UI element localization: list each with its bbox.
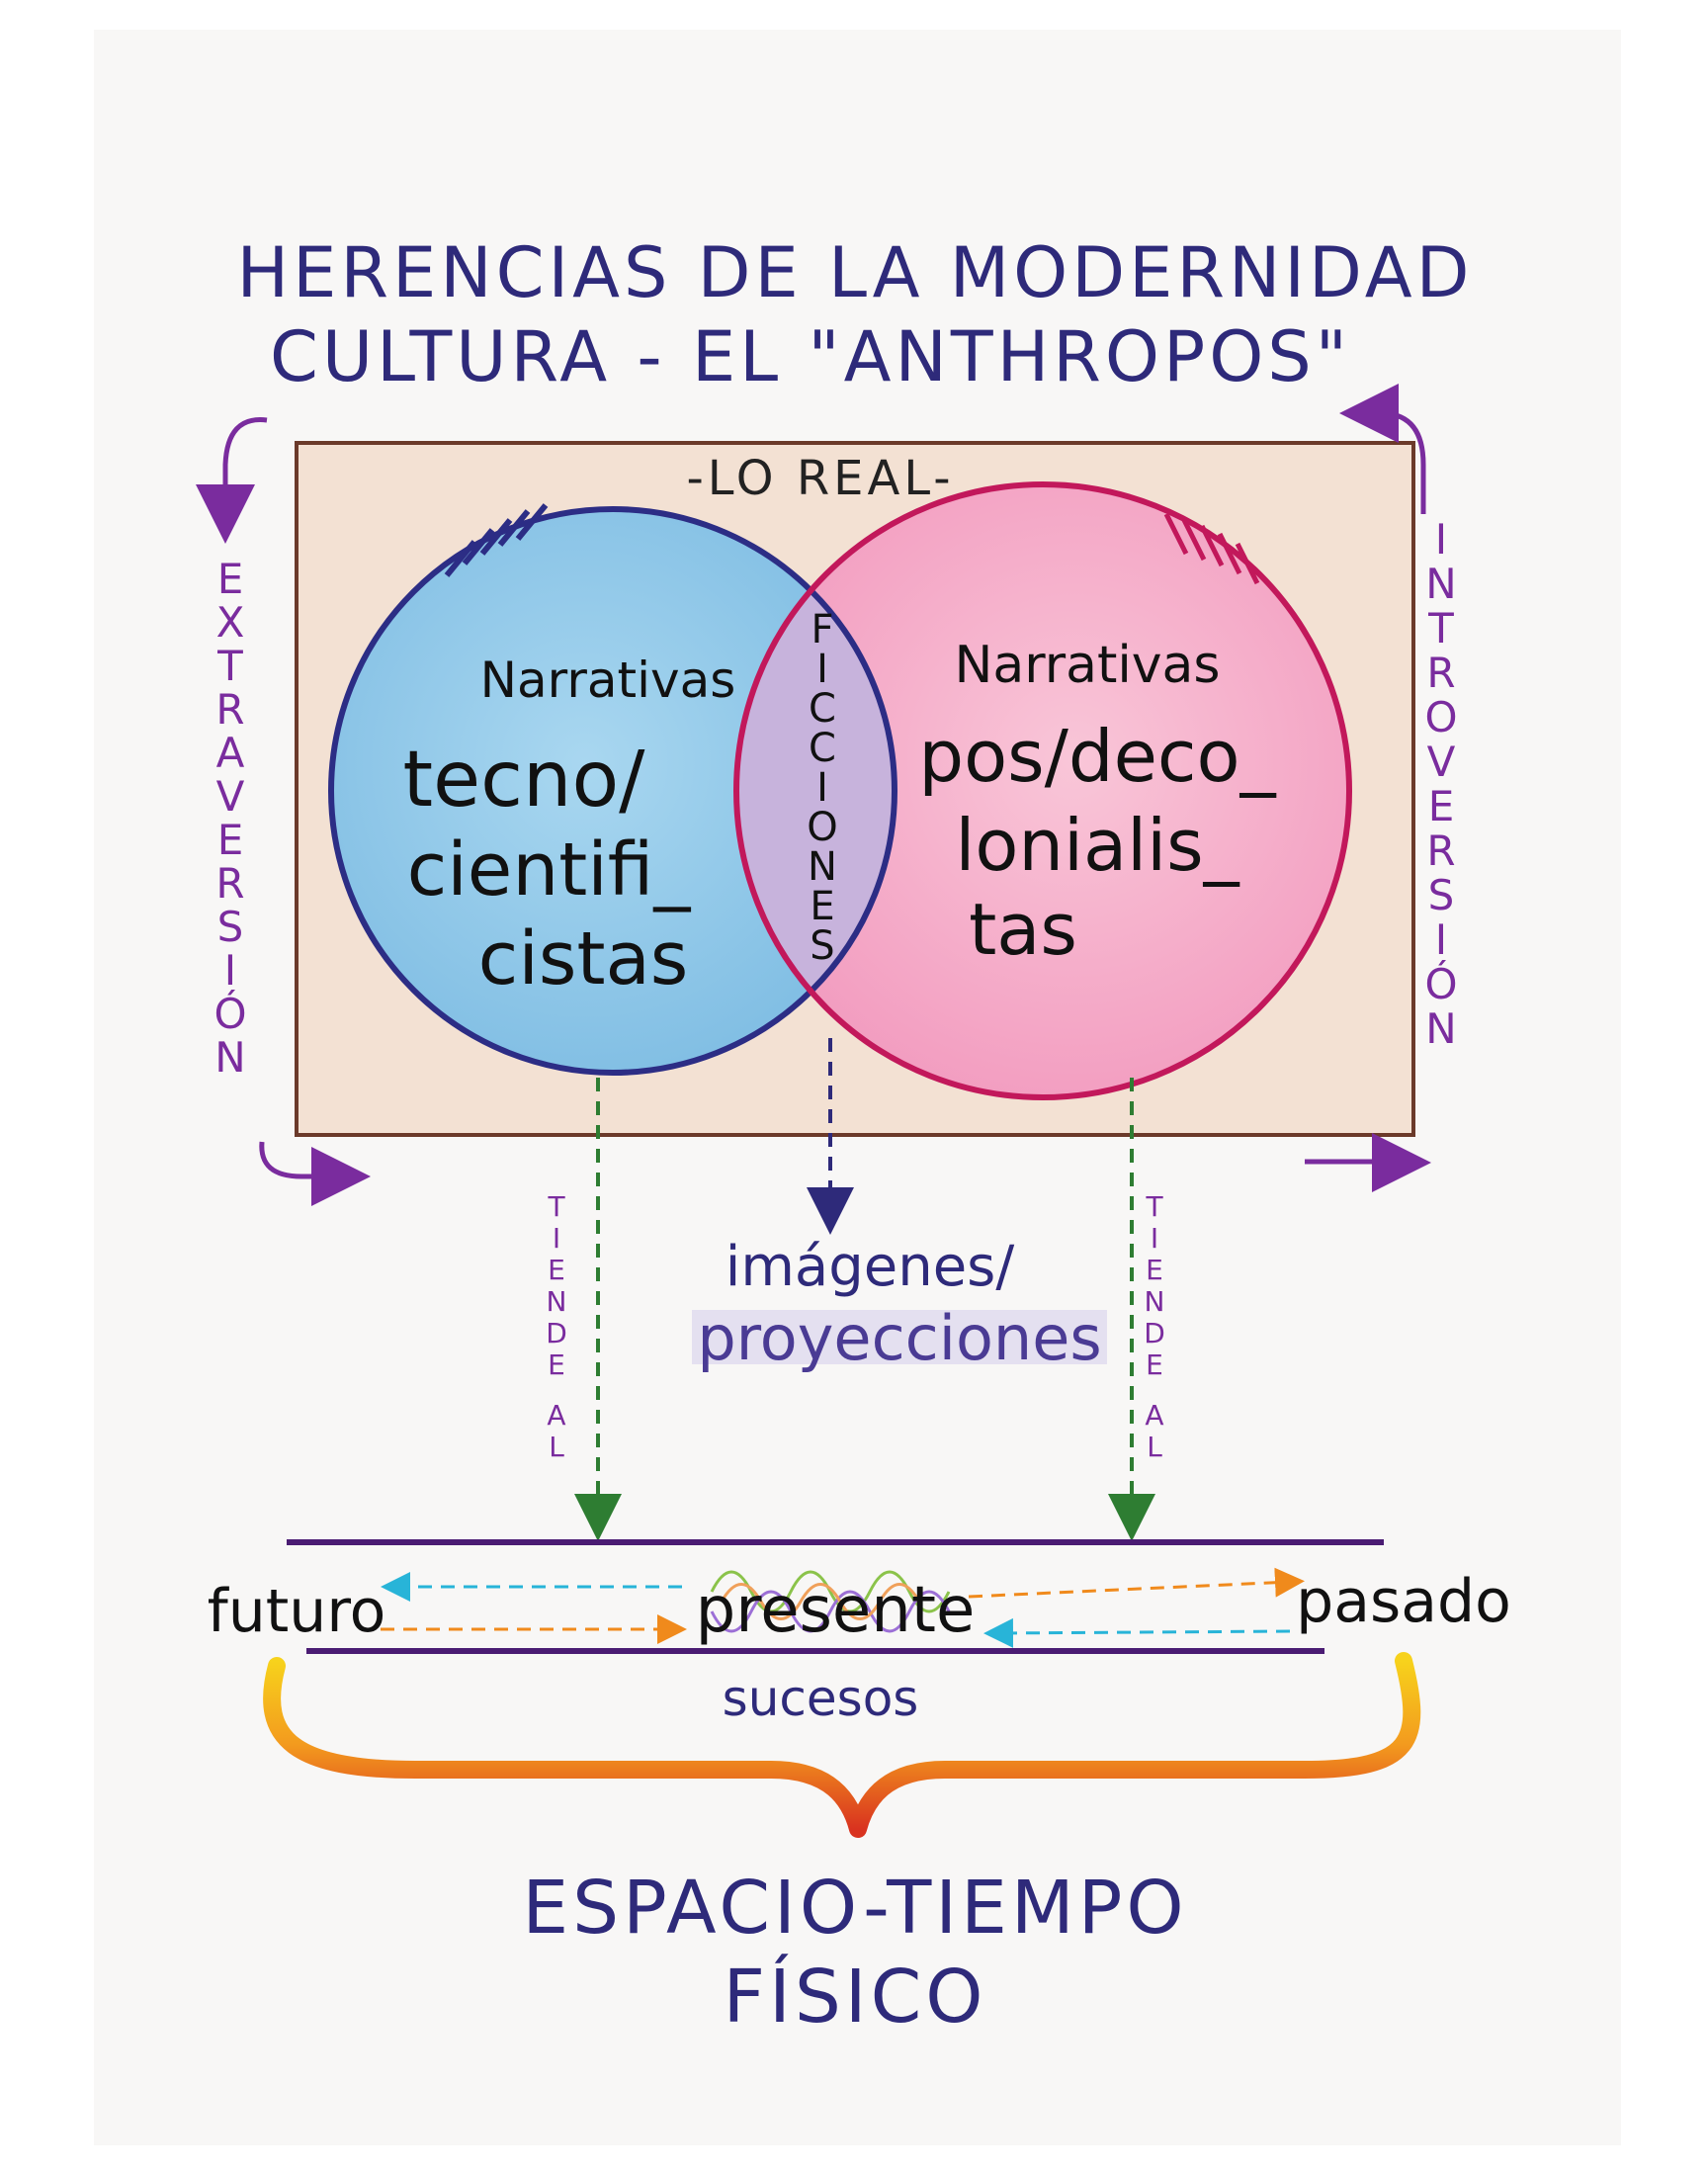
introversion-bottom-arrow (1305, 1132, 1431, 1192)
right-circle-line-1: pos/deco_ (918, 715, 1276, 798)
timeline-presente: presente (696, 1574, 976, 1647)
center-output-line-2: proyecciones (697, 1302, 1101, 1374)
left-circle-line-3: cistas (478, 916, 689, 1001)
left-circle-heading: Narrativas (480, 652, 736, 709)
right-circle-line-2: lonialis_ (955, 804, 1239, 887)
spacetime-brace (263, 1652, 1421, 1838)
past-to-present-arrow (983, 1617, 1291, 1648)
lo-real-label: -LO REAL- (686, 451, 954, 506)
title-line-1: HERENCIAS DE LA MODERNIDAD (236, 232, 1473, 313)
right-circle (736, 484, 1349, 1097)
footer-line-1: ESPACIO-TIEMPO (522, 1866, 1187, 1951)
introversion-top-arrow (1339, 384, 1426, 514)
right-circle-hatch (1163, 512, 1260, 585)
left-circle (331, 509, 895, 1073)
present-to-past-arrow (968, 1567, 1305, 1599)
timeline-futuro: futuro (208, 1577, 386, 1646)
footer-line-2: FÍSICO (723, 1953, 986, 2040)
timeline-sucesos: sucesos (723, 1670, 919, 1727)
extraversion-bottom-arrow (259, 1141, 371, 1206)
left-circle-line-1: tecno/ (403, 736, 646, 825)
title-line-2: CULTURA - EL "ANTHROPOS" (270, 316, 1351, 397)
right-circle-outline (733, 481, 1352, 1100)
left-circle-outline (328, 506, 897, 1076)
left-circle-hatch (444, 503, 549, 577)
presente-scribble (710, 1570, 951, 1633)
right-circle-line-3: tas (969, 888, 1077, 971)
center-output-line-1: imágenes/ (726, 1235, 1015, 1299)
left-circle-line-2: cientifi_ (407, 827, 692, 913)
proyecciones-wash (692, 1310, 1107, 1364)
right-circle-heading: Narrativas (954, 636, 1220, 695)
extraversion-top-arrow (196, 417, 268, 544)
timeline-pasado: pasado (1296, 1567, 1511, 1636)
